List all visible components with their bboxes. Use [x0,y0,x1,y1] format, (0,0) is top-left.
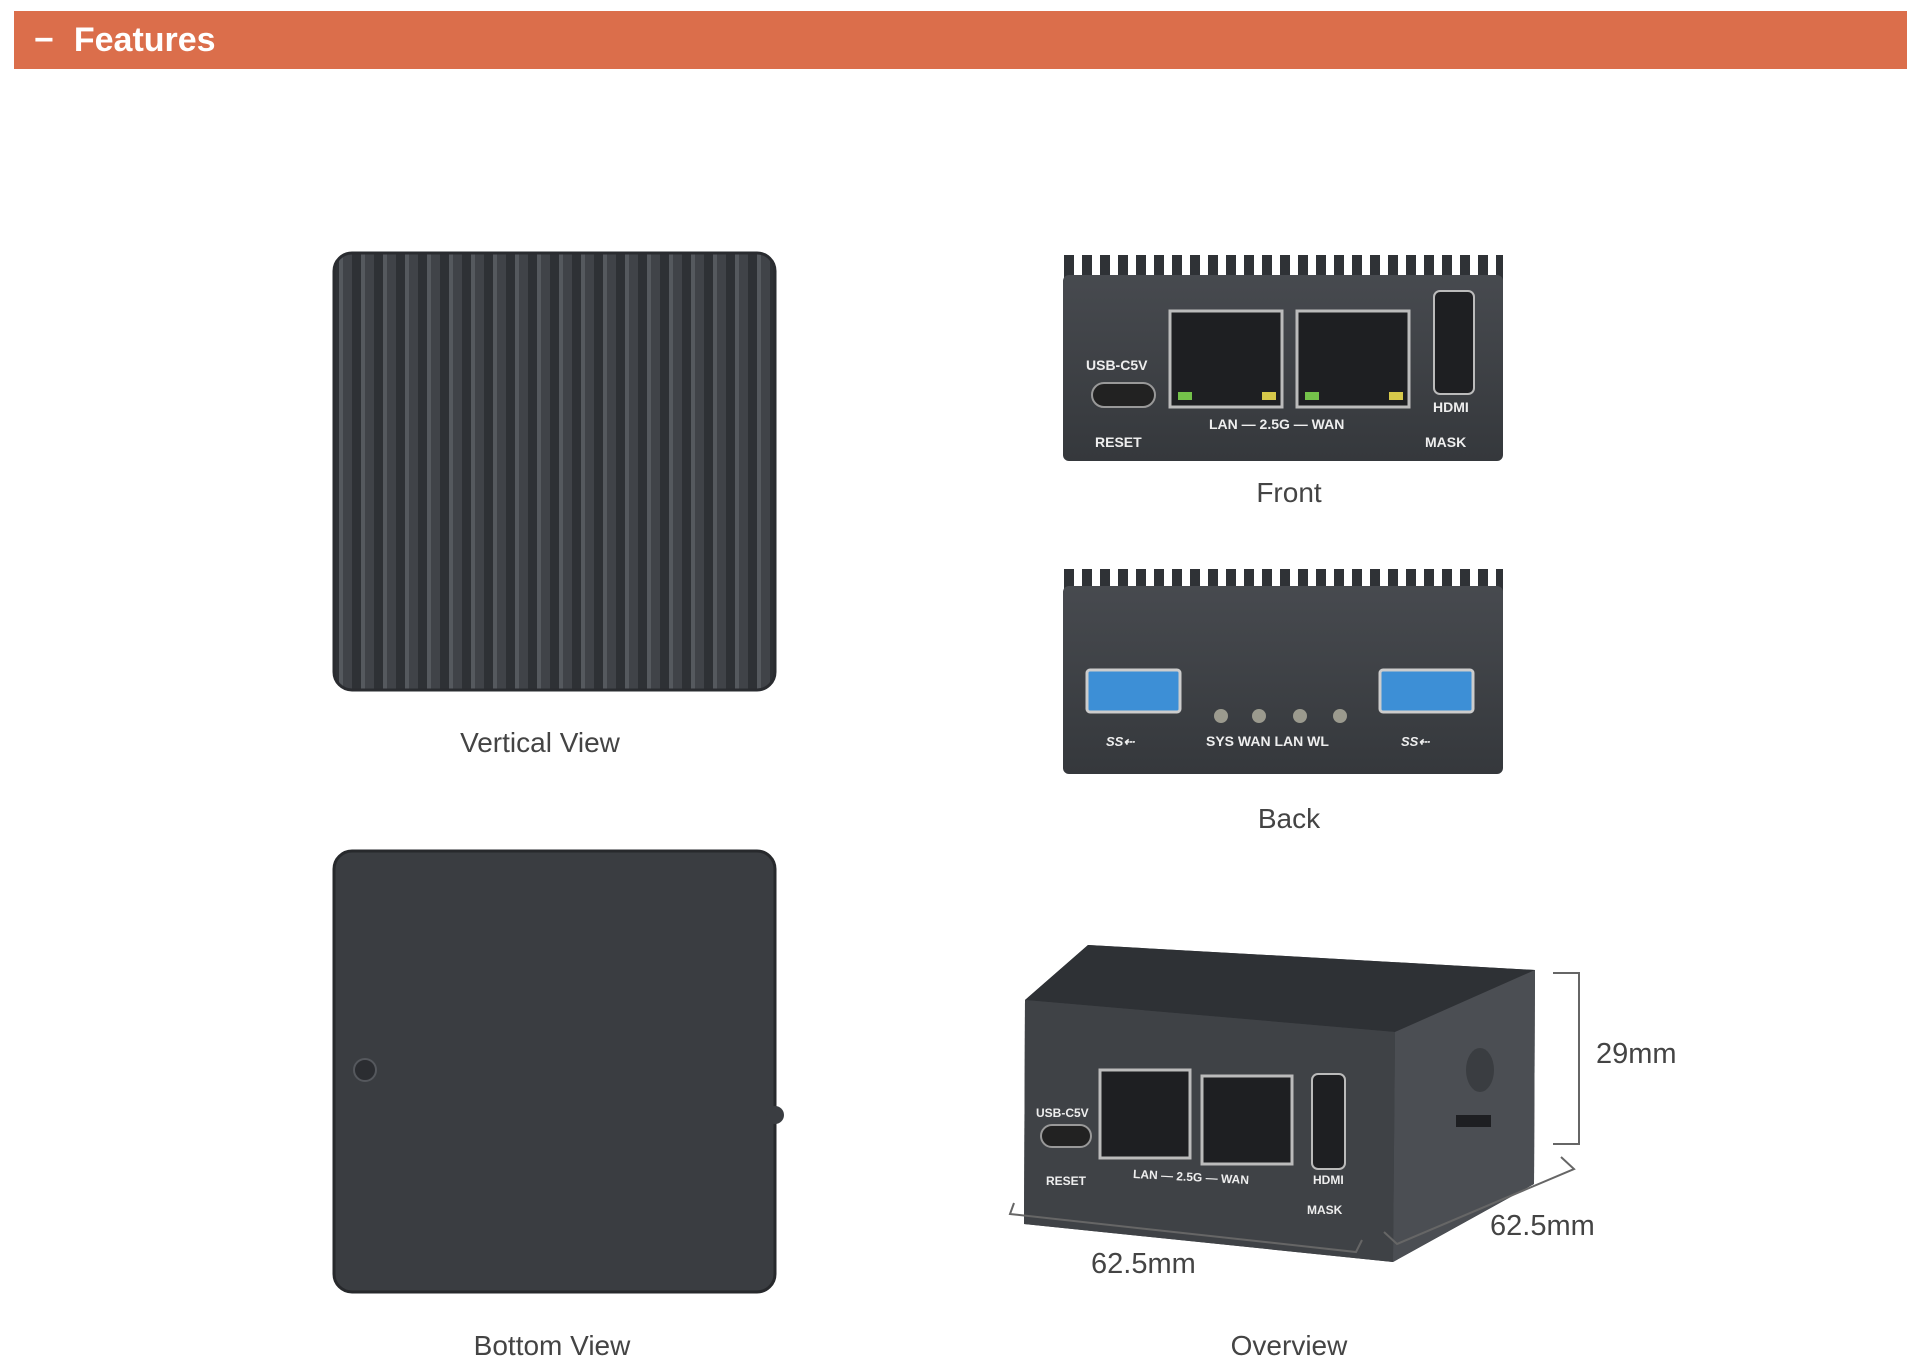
section-title: Features [73,20,216,59]
caption-back: Back [1257,803,1321,834]
front-hdmi-label: HDMI [1433,399,1469,415]
overview-hdmi-label: HDMI [1313,1173,1344,1187]
overview-usb-label: USB-C5V [1036,1106,1089,1120]
front-lan-wan-label: LAN — 2.5G — WAN [1209,416,1345,432]
caption-front: Front [1256,477,1322,508]
front-usb-label: USB-C5V [1086,357,1148,373]
back-usb-right-label: SS⇠ [1401,734,1430,749]
caption-overview: Overview [1230,1330,1348,1361]
dimension-width: 62.5mm [1091,1248,1196,1280]
overview-reset-label: RESET [1046,1174,1087,1188]
collapse-icon[interactable]: − [34,21,54,59]
dimension-height: 29mm [1596,1038,1677,1070]
caption-vertical-view: Vertical View [460,727,620,758]
overview-mask-label: MASK [1307,1203,1343,1217]
caption-bottom-view: Bottom View [473,1330,631,1361]
back-led-labels: SYS WAN LAN WL [1206,733,1329,749]
overview-lan-wan-label: LAN — 2.5G — WAN [1132,1166,1250,1188]
dimension-depth: 62.5mm [1490,1210,1595,1242]
front-mask-label: MASK [1425,434,1467,450]
front-reset-label: RESET [1095,434,1142,450]
section-header[interactable]: − Features [14,11,1907,69]
back-usb-left-label: SS⇠ [1106,734,1135,749]
